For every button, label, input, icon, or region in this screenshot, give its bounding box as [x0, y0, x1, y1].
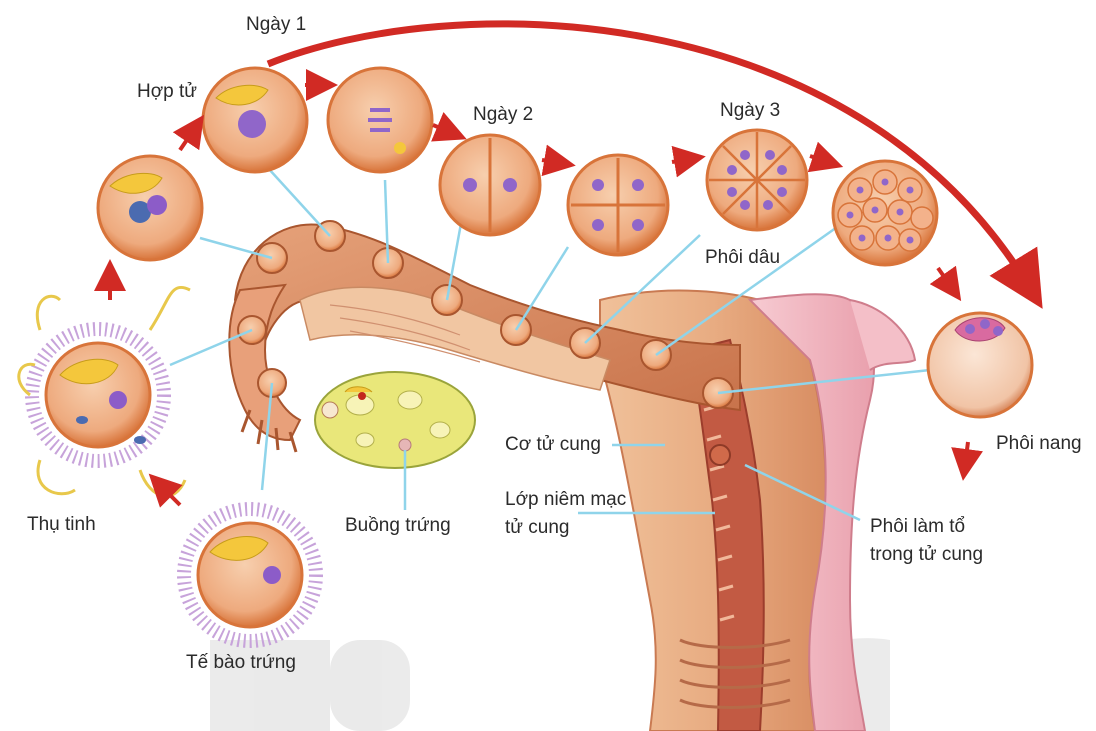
dividing-cell — [328, 68, 432, 172]
label-day-3: Ngày 3 — [720, 99, 780, 123]
label-zygote: Hợp tử — [137, 80, 197, 104]
label-blastocyst: Phôi nang — [996, 432, 1082, 456]
label-implantation-line1: Phôi làm tổ — [870, 515, 965, 539]
two-cell-embryo — [440, 135, 540, 235]
label-morula: Phôi dâu — [705, 246, 780, 270]
eight-cell-embryo — [707, 130, 807, 230]
label-fertilization: Thụ tinh — [27, 513, 96, 537]
label-ovary: Buồng trứng — [345, 514, 451, 538]
ovary — [315, 372, 475, 468]
label-day-1: Ngày 1 — [246, 13, 306, 37]
four-cell-embryo — [568, 155, 668, 255]
fertilized-egg-with-sperm — [19, 287, 190, 496]
egg-cell — [184, 509, 316, 641]
zygote-cell — [203, 68, 307, 172]
uterus-anatomy — [229, 224, 915, 731]
morula-cell — [833, 161, 937, 265]
label-implantation-line2: trong tử cung — [870, 543, 983, 567]
label-endometrium-line1: Lớp niêm mạc — [505, 488, 626, 512]
blastocyst-cell — [928, 313, 1032, 417]
label-day-2: Ngày 2 — [473, 103, 533, 127]
cell-pronuclei — [98, 156, 202, 260]
label-egg-cell: Tế bào trứng — [186, 651, 296, 675]
label-endometrium-line2: tử cung — [505, 516, 569, 540]
label-uterine-muscle: Cơ tử cung — [505, 433, 601, 457]
